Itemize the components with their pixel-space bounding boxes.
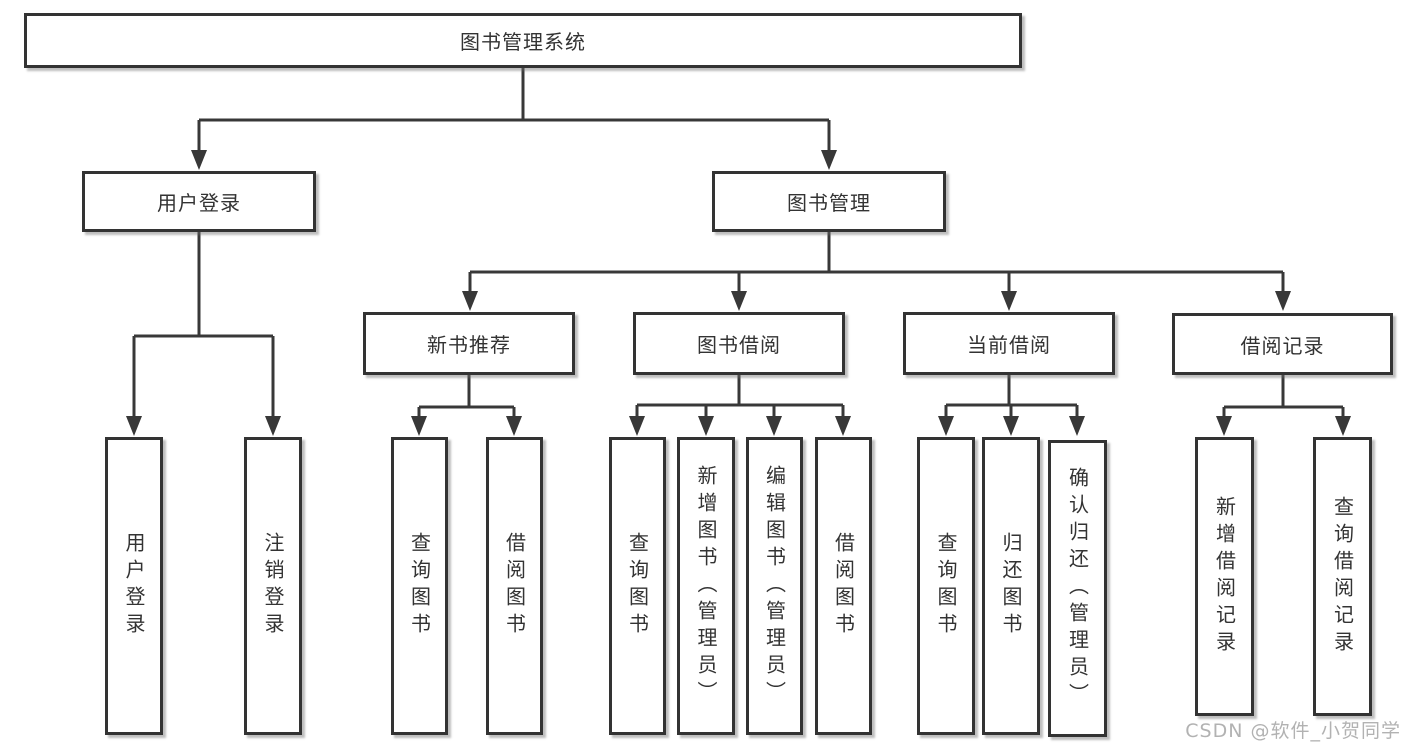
node-label: 借阅图书 bbox=[831, 532, 856, 640]
node-label: 借阅记录 bbox=[1240, 333, 1325, 358]
node-leaf-borrow-books: 借阅图书 bbox=[815, 437, 872, 735]
node-leaf-borrow-books: 借阅图书 bbox=[486, 437, 543, 735]
node-label: 当前借阅 bbox=[967, 333, 1051, 357]
node-label: 编辑图书（管理员） bbox=[762, 464, 787, 708]
node-label: 注销登录 bbox=[261, 532, 285, 640]
node-leaf-query-books: 查询图书 bbox=[609, 437, 666, 735]
watermark: CSDN @软件_小贺同学 bbox=[1185, 720, 1401, 742]
node-current-borrowing: 当前借阅 bbox=[903, 312, 1115, 375]
node-label: 查询图书 bbox=[407, 532, 432, 640]
node-label: 归还图书 bbox=[999, 532, 1023, 640]
node-label: 查询图书 bbox=[625, 532, 650, 640]
node-label: 用户登录 bbox=[122, 532, 146, 640]
node-label: 图书管理 bbox=[787, 191, 871, 215]
node-new-book-recommend: 新书推荐 bbox=[363, 312, 575, 375]
node-label: 用户登录 bbox=[157, 191, 241, 215]
node-book-borrowing: 图书借阅 bbox=[633, 312, 845, 375]
node-label: 新增借阅记录 bbox=[1212, 495, 1237, 658]
node-leaf-return-books: 归还图书 bbox=[982, 437, 1040, 735]
node-label: 查询图书 bbox=[934, 532, 958, 640]
node-label: 确认归还（管理员） bbox=[1065, 467, 1090, 710]
node-leaf-query-books: 查询图书 bbox=[391, 437, 448, 735]
node-label: 图书管理系统 bbox=[460, 30, 586, 54]
node-label: 图书借阅 bbox=[697, 333, 781, 357]
node-leaf-user-login: 用户登录 bbox=[105, 437, 163, 735]
node-label: 新增图书（管理员） bbox=[694, 464, 718, 708]
node-borrowing-records: 借阅记录 bbox=[1172, 313, 1393, 375]
node-book-management: 图书管理 bbox=[712, 171, 946, 232]
node-user-login: 用户登录 bbox=[82, 171, 316, 232]
node-leaf-add-borrow-record: 新增借阅记录 bbox=[1195, 437, 1254, 716]
node-leaf-query-books: 查询图书 bbox=[917, 437, 975, 735]
node-label: 查询借阅记录 bbox=[1330, 495, 1355, 658]
node-label: 借阅图书 bbox=[502, 532, 527, 640]
node-leaf-edit-books-admin: 编辑图书（管理员） bbox=[746, 437, 803, 735]
node-leaf-logout: 注销登录 bbox=[244, 437, 302, 735]
arrowheads bbox=[126, 150, 1351, 436]
node-leaf-query-borrow-record: 查询借阅记录 bbox=[1313, 437, 1372, 716]
node-book-management-system: 图书管理系统 bbox=[24, 13, 1022, 68]
node-leaf-confirm-return-admin: 确认归还（管理员） bbox=[1048, 440, 1107, 737]
node-label: 新书推荐 bbox=[427, 333, 511, 357]
node-leaf-add-books-admin: 新增图书（管理员） bbox=[677, 437, 735, 735]
